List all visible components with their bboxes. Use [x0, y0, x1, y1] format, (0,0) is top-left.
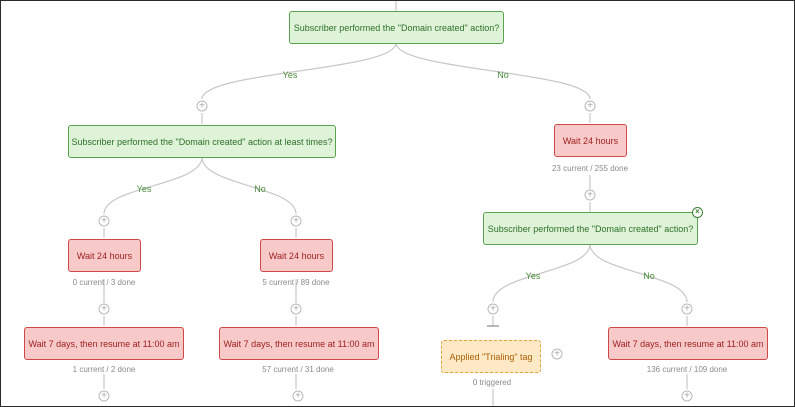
root-condition-label: Subscriber performed the "Domain created…	[293, 22, 500, 33]
ll-wait-node[interactable]: Wait 24 hours	[68, 239, 141, 272]
plus-icon[interactable]: +	[487, 303, 499, 315]
right-no-label: No	[643, 271, 655, 281]
rr-wait-resume-node[interactable]: Wait 7 days, then resume at 11:00 am	[608, 327, 768, 360]
right-condition-node[interactable]: Subscriber performed the "Domain created…	[483, 212, 698, 245]
rr-wait-resume-stats: 136 current / 109 done	[646, 365, 728, 374]
plus-icon[interactable]: +	[551, 348, 563, 360]
plus-icon[interactable]: +	[98, 303, 110, 315]
ll-wait-resume-node[interactable]: Wait 7 days, then resume at 11:00 am	[24, 327, 184, 360]
left-no-label: No	[254, 184, 266, 194]
plus-icon[interactable]: +	[681, 390, 693, 402]
plus-icon[interactable]: +	[98, 390, 110, 402]
root-no-label: No	[497, 70, 509, 80]
rl-tag-stats: 0 triggered	[472, 378, 512, 387]
lr-wait-node[interactable]: Wait 24 hours	[260, 239, 333, 272]
lr-wait-resume-label: Wait 7 days, then resume at 11:00 am	[223, 338, 375, 349]
lr-wait-resume-stats: 57 current / 31 done	[262, 365, 334, 374]
ll-wait-label: Wait 24 hours	[76, 250, 133, 261]
rl-tag-label: Applied "Trialing" tag	[449, 351, 533, 362]
ll-wait-resume-label: Wait 7 days, then resume at 11:00 am	[28, 338, 180, 349]
right-condition-label: Subscriber performed the "Domain created…	[487, 223, 694, 234]
plus-icon[interactable]: +	[584, 189, 596, 201]
right-wait-label: Wait 24 hours	[562, 135, 619, 146]
right-wait-node[interactable]: Wait 24 hours	[554, 124, 627, 157]
ll-wait-resume-stats: 1 current / 2 done	[72, 365, 136, 374]
plus-icon[interactable]: +	[290, 215, 302, 227]
left-condition-node[interactable]: Subscriber performed the "Domain created…	[68, 125, 336, 158]
close-icon[interactable]: ×	[692, 207, 703, 218]
plus-icon[interactable]: +	[292, 390, 304, 402]
plus-icon[interactable]: +	[196, 100, 208, 112]
lr-wait-label: Wait 24 hours	[268, 250, 325, 261]
right-yes-label: Yes	[525, 271, 541, 281]
plus-icon[interactable]: +	[98, 215, 110, 227]
rr-wait-resume-label: Wait 7 days, then resume at 11:00 am	[612, 338, 764, 349]
left-condition-label: Subscriber performed the "Domain created…	[71, 136, 333, 147]
right-wait-stats: 23 current / 255 done	[551, 164, 629, 173]
plus-icon[interactable]: +	[681, 303, 693, 315]
left-yes-label: Yes	[136, 184, 152, 194]
plus-icon[interactable]: +	[290, 303, 302, 315]
lr-wait-stats: 5 current / 89 done	[262, 278, 330, 287]
ll-wait-stats: 0 current / 3 done	[72, 278, 136, 287]
rl-tag-node[interactable]: Applied "Trialing" tag	[441, 340, 541, 373]
lr-wait-resume-node[interactable]: Wait 7 days, then resume at 11:00 am	[219, 327, 379, 360]
plus-icon[interactable]: +	[584, 100, 596, 112]
root-condition-node[interactable]: Subscriber performed the "Domain created…	[289, 11, 504, 44]
root-yes-label: Yes	[282, 70, 298, 80]
